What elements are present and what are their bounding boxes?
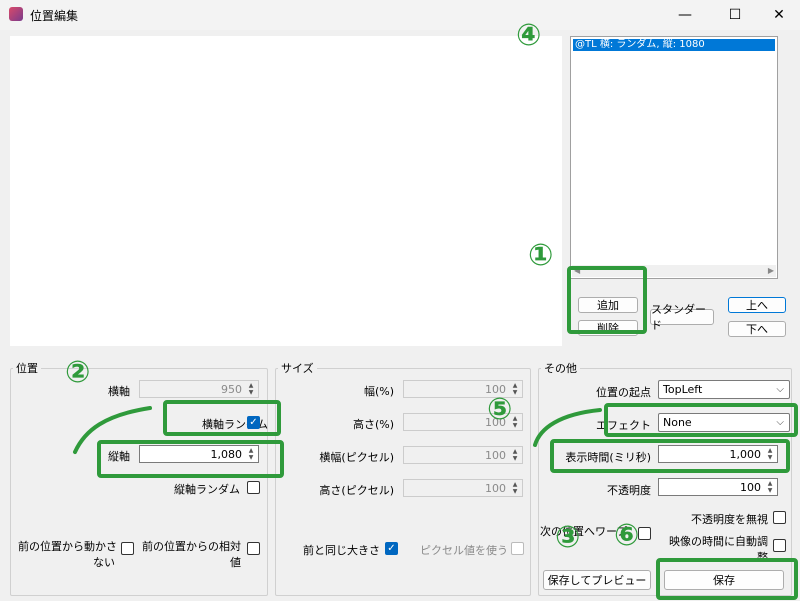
spin-arrows-icon[interactable]: ▲▼ bbox=[512, 448, 518, 462]
window-title: 位置編集 bbox=[30, 9, 79, 23]
same-size-checkbox[interactable]: ✓ bbox=[385, 542, 398, 555]
minimize-icon: — bbox=[678, 7, 692, 23]
size-group-label: サイズ bbox=[278, 360, 317, 376]
width-pct-input[interactable]: 100 ▲▼ bbox=[403, 380, 523, 398]
duration-input[interactable]: 1,000 ▲▼ bbox=[658, 445, 778, 463]
move-down-button[interactable]: 下へ bbox=[728, 321, 786, 337]
use-px-label: ピクセル値を使う bbox=[420, 544, 508, 557]
scroll-left-icon[interactable]: ◀ bbox=[574, 266, 581, 275]
other-group bbox=[538, 368, 792, 596]
spin-arrows-icon[interactable]: ▲▼ bbox=[512, 415, 518, 429]
save-preview-button[interactable]: 保存してプレビュー bbox=[543, 570, 651, 590]
size-group bbox=[275, 368, 531, 596]
relative-label: 前の位置からの相対 値 bbox=[142, 540, 241, 569]
position-list[interactable]: @TL 横: ランダム, 縦: 1080 ◀ ▶ bbox=[570, 36, 778, 279]
origin-select[interactable]: TopLeft ⌵ bbox=[658, 380, 790, 399]
maximize-icon: ☐ bbox=[728, 7, 742, 23]
annotation-box-vertical bbox=[97, 440, 284, 478]
effect-label: エフェクト bbox=[596, 419, 651, 432]
standard-button[interactable]: スタンダード bbox=[650, 303, 714, 332]
opacity-input[interactable]: 100 ▲▼ bbox=[658, 478, 778, 496]
relative-checkbox[interactable] bbox=[247, 542, 260, 555]
height-px-input[interactable]: 100 ▲▼ bbox=[403, 479, 523, 497]
annotation-number-6: ⑥ bbox=[614, 518, 640, 553]
annotation-number-1: ① bbox=[528, 238, 554, 273]
horizontal-input[interactable]: 950 ▲▼ bbox=[139, 380, 259, 398]
spin-arrows-icon[interactable]: ▲▼ bbox=[248, 447, 254, 461]
checkmark-icon: ✓ bbox=[387, 543, 396, 554]
scroll-right-icon[interactable]: ▶ bbox=[767, 266, 774, 275]
no-move-checkbox[interactable] bbox=[121, 542, 134, 555]
app-icon bbox=[9, 7, 23, 21]
spin-arrows-icon[interactable]: ▲▼ bbox=[767, 447, 773, 461]
height-pct-label: 高さ(%) bbox=[352, 418, 394, 431]
auto-adjust-label: 映像の時間に自動調 整 bbox=[669, 535, 768, 564]
annotation-box-horizontal-random bbox=[163, 400, 281, 436]
title-bar bbox=[0, 0, 800, 30]
spin-arrows-icon[interactable]: ▲▼ bbox=[248, 382, 254, 396]
ignore-opacity-label: 不透明度を無視 bbox=[691, 513, 768, 526]
use-px-checkbox[interactable] bbox=[511, 542, 524, 555]
position-group bbox=[10, 368, 268, 596]
auto-adjust-checkbox[interactable] bbox=[773, 539, 786, 552]
annotation-number-5: ⑤ bbox=[487, 392, 513, 427]
vertical-input[interactable]: 1,080 ▲▼ bbox=[139, 445, 259, 463]
effect-select[interactable]: None ⌵ bbox=[658, 413, 790, 432]
other-group-label: その他 bbox=[541, 360, 580, 376]
close-icon: ✕ bbox=[773, 7, 785, 23]
annotation-number-2: ② bbox=[65, 355, 91, 390]
duration-label: 表示時間(ミリ秒) bbox=[565, 451, 651, 464]
chevron-down-icon: ⌵ bbox=[776, 384, 784, 395]
ignore-opacity-checkbox[interactable] bbox=[773, 511, 786, 524]
origin-label: 位置の起点 bbox=[596, 386, 651, 399]
checkmark-icon: ✓ bbox=[249, 417, 258, 428]
height-px-label: 高さ(ピクセル) bbox=[319, 484, 394, 497]
same-size-label: 前と同じ大きさ bbox=[303, 544, 380, 557]
opacity-label: 不透明度 bbox=[607, 484, 651, 497]
preview-canvas bbox=[10, 36, 562, 346]
spin-arrows-icon[interactable]: ▲▼ bbox=[767, 480, 773, 494]
position-group-label: 位置 bbox=[13, 360, 41, 376]
no-move-label: 前の位置から動かさ ない bbox=[18, 540, 117, 569]
vertical-random-label: 縦軸ランダム bbox=[174, 483, 240, 496]
horizontal-random-checkbox[interactable]: ✓ bbox=[247, 416, 260, 429]
vertical-random-checkbox[interactable] bbox=[247, 481, 260, 494]
width-px-label: 横幅(ピクセル) bbox=[319, 451, 394, 464]
annotation-number-4: ④ bbox=[516, 18, 542, 53]
annotation-box-effect bbox=[604, 403, 798, 437]
height-pct-input[interactable]: 100 ▲▼ bbox=[403, 413, 523, 431]
annotation-box-duration bbox=[550, 439, 790, 473]
horizontal-label: 横軸 bbox=[108, 385, 130, 398]
add-button[interactable]: 追加 bbox=[578, 297, 638, 313]
list-item[interactable]: @TL 横: ランダム, 縦: 1080 bbox=[573, 39, 775, 51]
next-warp-checkbox[interactable] bbox=[638, 527, 651, 540]
close-button[interactable]: ✕ bbox=[756, 0, 800, 30]
minimize-button[interactable]: — bbox=[662, 0, 708, 30]
spin-arrows-icon[interactable]: ▲▼ bbox=[512, 481, 518, 495]
annotation-box-list-buttons bbox=[567, 266, 647, 334]
annotation-box-save bbox=[656, 558, 798, 600]
spin-arrows-icon[interactable]: ▲▼ bbox=[512, 382, 518, 396]
move-up-button[interactable]: 上へ bbox=[728, 297, 786, 313]
next-warp-label: 次の位置へワープ bbox=[540, 525, 628, 538]
chevron-down-icon: ⌵ bbox=[776, 417, 784, 428]
annotation-number-3: ③ bbox=[555, 520, 581, 555]
maximize-button[interactable]: ☐ bbox=[712, 0, 758, 30]
save-button[interactable]: 保存 bbox=[664, 570, 784, 590]
width-pct-label: 幅(%) bbox=[363, 385, 394, 398]
width-px-input[interactable]: 100 ▲▼ bbox=[403, 446, 523, 464]
